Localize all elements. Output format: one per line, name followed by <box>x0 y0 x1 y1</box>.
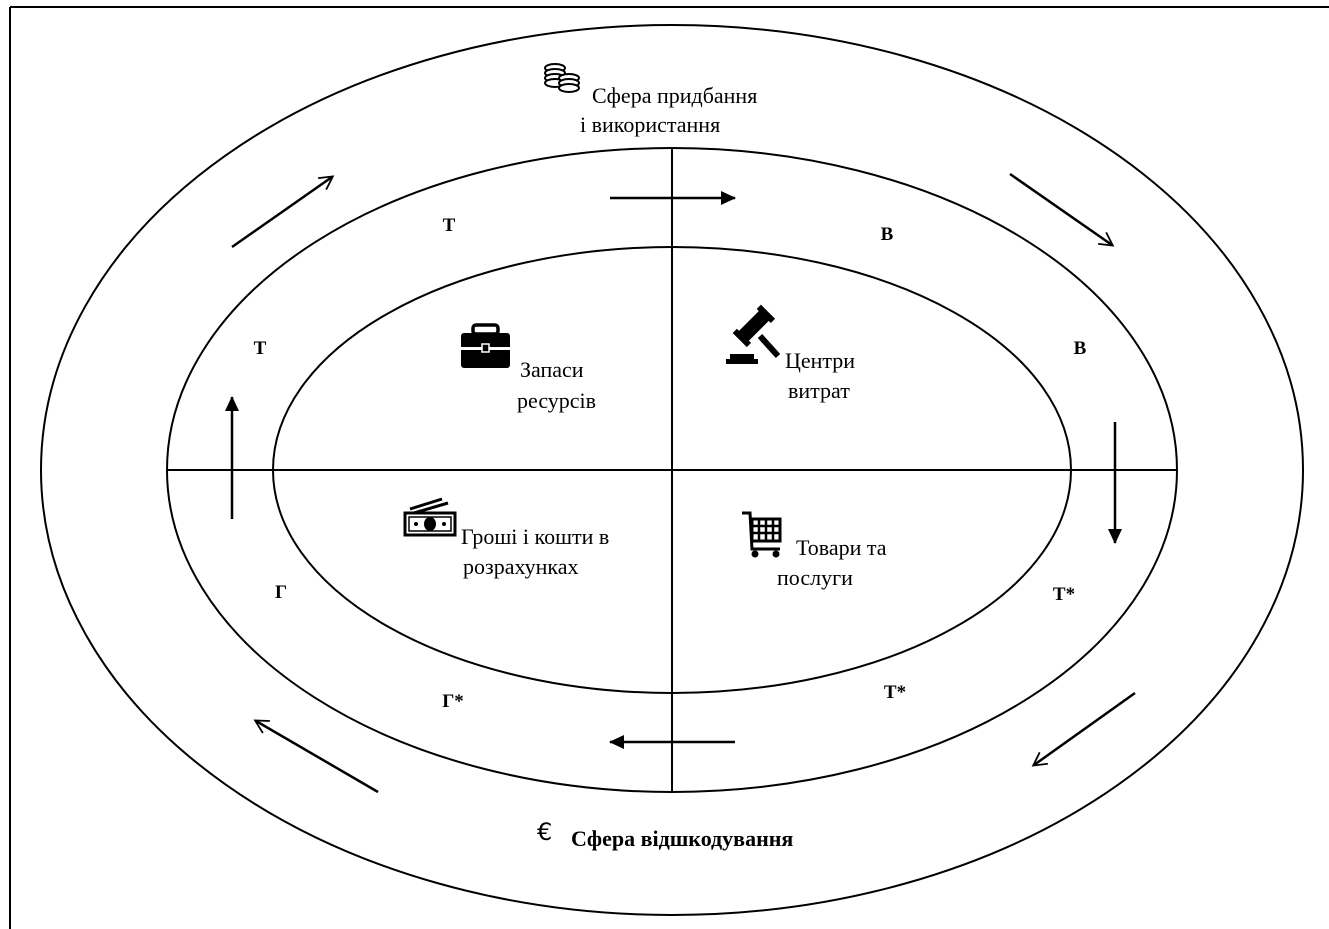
sphere-acquisition-line2: і використання <box>580 112 720 137</box>
euro-icon: € <box>537 818 552 846</box>
quadrant-goods-line2: послуги <box>777 565 853 590</box>
quadrant-goods-line1: Товари та <box>796 535 887 560</box>
quadrant-costs-line1: Центри <box>785 348 855 373</box>
arrow-outer-top-right <box>1009 172 1115 247</box>
letter-t-star-bottom: Т* <box>884 682 906 703</box>
briefcase-icon <box>461 323 510 368</box>
quadrant-costs-line2: витрат <box>788 378 850 403</box>
shopping-cart-icon <box>742 511 782 558</box>
quadrant-money-line1: Гроші і кошти в <box>461 524 609 549</box>
arrow-outer-bottom-left <box>253 719 379 794</box>
sphere-compensation: Сфера відшкодування <box>571 826 793 851</box>
letter-v-top: В <box>881 224 894 245</box>
letter-t-top: Т <box>443 215 456 236</box>
gavel-icon <box>726 304 781 364</box>
outer-ellipse <box>40 24 1304 916</box>
letter-v-right: В <box>1074 338 1087 359</box>
sphere-acquisition-line1: Сфера придбання <box>592 83 757 108</box>
quadrant-money-line2: розрахунках <box>463 554 579 579</box>
arrow-outer-bottom-right <box>1031 691 1136 767</box>
money-bill-icon <box>403 497 457 537</box>
letter-g-left: Г <box>275 582 287 603</box>
arrow-outer-top-left <box>231 175 335 249</box>
letter-g-star-bottom: Г* <box>442 691 464 712</box>
letter-t-left: Т <box>254 338 267 359</box>
letter-t-star-right: Т* <box>1053 584 1075 605</box>
quadrant-resources-line1: Запаси <box>520 357 584 382</box>
quadrant-resources-line2: ресурсів <box>517 388 596 413</box>
coins-icon <box>544 63 580 93</box>
